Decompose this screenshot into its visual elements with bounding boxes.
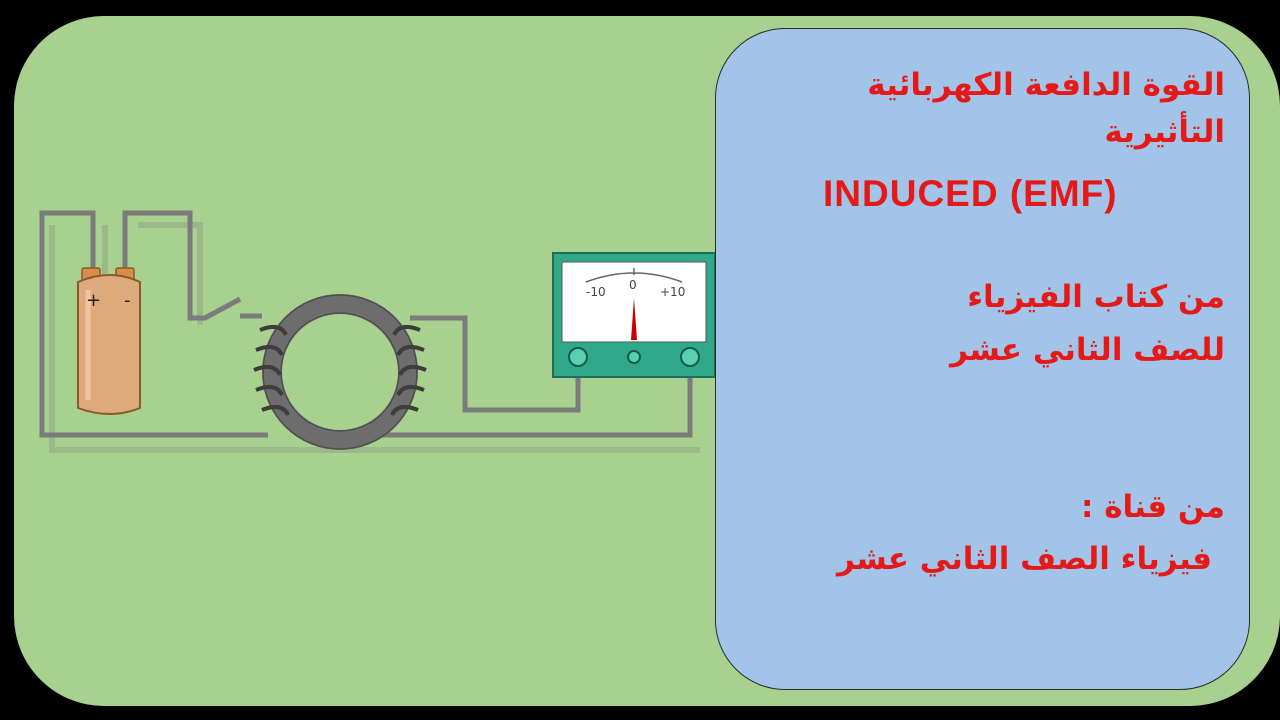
meter-scale-right: +10	[660, 285, 685, 299]
toroid-coil	[253, 294, 427, 450]
battery: + -	[77, 267, 141, 415]
book-line1: من كتاب الفيزياء	[967, 279, 1225, 315]
battery-minus-label: -	[124, 290, 131, 311]
meter-scale-center: 0	[629, 278, 637, 292]
book-line2: للصف الثاني عشر	[950, 332, 1225, 368]
meter-terminal-right	[680, 347, 700, 367]
secondary-wires	[380, 315, 693, 438]
primary-wires	[39, 210, 268, 438]
channel-line1: من قناة :	[1081, 489, 1225, 525]
galvanometer: -10 0 +10	[552, 252, 716, 378]
battery-plus-label: +	[86, 290, 101, 311]
meter-terminal-center	[627, 350, 641, 364]
title-english: INDUCED (EMF)	[823, 173, 1118, 214]
meter-terminal-left	[568, 347, 588, 367]
title-arabic-line1: القوة الدافعة الكهربائية	[867, 67, 1225, 103]
meter-needle	[631, 298, 637, 340]
info-panel	[715, 28, 1250, 690]
meter-scale-left: -10	[586, 285, 606, 299]
title-arabic-line2: التأثيرية	[1104, 114, 1225, 150]
channel-line2: فيزياء الصف الثاني عشر	[836, 541, 1212, 577]
